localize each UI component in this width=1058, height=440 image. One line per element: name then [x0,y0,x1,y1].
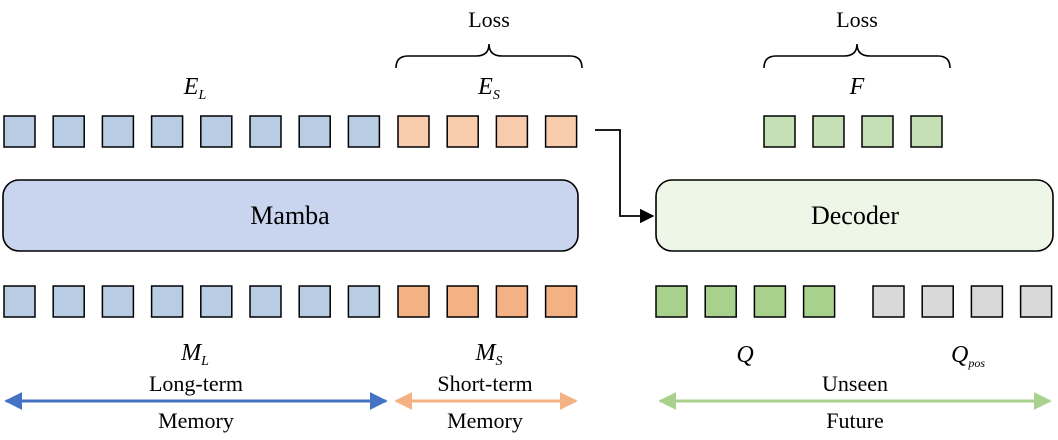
label-query-pos: Qpos [951,342,985,370]
memory-long-token [101,285,135,318]
query-pos-tokens [872,285,1053,318]
embedding-long-token [3,115,36,148]
memory-short-token [397,285,430,318]
memory-long-token [3,285,36,318]
memory-short-token [495,285,529,318]
future-feature-token [861,115,894,148]
embedding-long-token [347,115,381,148]
embedding-long-token [52,115,85,148]
label-query: Q [736,342,753,368]
memory-long-token [150,285,184,318]
short-term-label: Short-term [437,371,532,396]
embedding-long-tokens [3,115,381,148]
label-memory-short: MS [475,340,503,369]
embedding-long-token [101,115,135,148]
memory-long-token [347,285,381,318]
query-pos-token [872,285,905,318]
query-token [655,285,688,318]
embedding-long-token [249,115,282,148]
future-feature-token [812,115,845,148]
mamba-label: Mamba [250,201,330,230]
embedding-short-token [495,115,529,148]
query-pos-token [1019,285,1053,318]
query-token [704,285,737,318]
label-memory-long: ML [180,340,209,369]
future-feature-tokens [763,115,943,148]
embedding-long-token [150,115,184,148]
memory-long-token [52,285,85,318]
query-tokens [655,285,836,318]
loss-brace-right [763,43,951,69]
embedding-short-token [544,115,578,148]
query-pos-token [921,285,954,318]
query-token [753,285,787,318]
memory-short-tokens [397,285,578,318]
memory-short-token [544,285,578,318]
label-future-feature: F [849,74,865,100]
memory-long-tokens [3,285,381,318]
short-term-memory-label: Memory [447,408,523,433]
loss-brace-left [395,43,583,69]
query-pos-token [970,285,1004,318]
mamba-block [2,179,579,252]
embedding-short-tokens [397,115,578,148]
decoder-label: Decoder [811,201,899,230]
decoder-block [655,179,1054,252]
unseen-label: Unseen [822,371,888,396]
embedding-short-token [446,115,479,148]
long-term-label: Long-term [149,371,243,396]
long-term-memory-label: Memory [158,408,234,433]
future-feature-token [910,115,943,148]
embedding-to-decoder-arrow [595,129,655,224]
memory-long-token [249,285,282,318]
label-embedding-long: EL [183,74,207,103]
memory-long-token [200,285,233,318]
loss-label-right: Loss [836,7,878,32]
memory-long-token [298,285,331,318]
loss-label-left: Loss [468,7,510,32]
query-token [802,285,836,318]
future-label: Future [826,408,883,433]
embedding-long-token [200,115,233,148]
embedding-short-token [397,115,430,148]
label-embedding-short: ES [477,74,500,103]
embedding-long-token [298,115,331,148]
memory-short-token [446,285,479,318]
future-feature-token [763,115,796,148]
